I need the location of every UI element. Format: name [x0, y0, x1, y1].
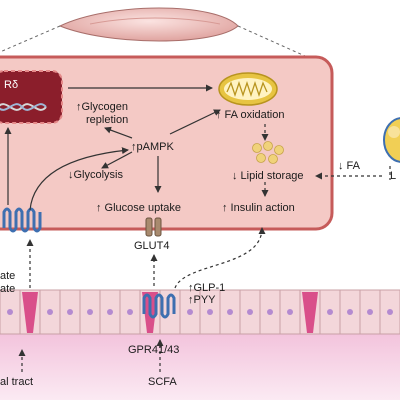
glycogen-label-line1: ↑Glycogen	[76, 101, 128, 113]
tract-label: al tract	[0, 376, 34, 388]
gpr41-43-label: GPR41/43	[128, 344, 180, 356]
lipid-droplets-icon	[252, 141, 284, 164]
adipocyte-droplet	[388, 126, 400, 138]
glp1-label: ↑GLP-1	[188, 282, 226, 294]
muscle-icon	[58, 7, 239, 42]
mitochondrion-cristae	[226, 80, 268, 98]
lipid-storage-label: ↓ Lipid storage	[232, 170, 304, 182]
dna-helix-strand-2	[0, 103, 47, 111]
scfa-label: SCFA	[148, 376, 177, 388]
arrow-receptor-to-pampk	[29, 147, 129, 211]
arrow-glp1-to-insulin-action	[174, 227, 266, 289]
insulin-action-label: ↑ Insulin action	[222, 202, 295, 214]
zoom-line-left	[0, 25, 61, 53]
fa-oxidation-label: ↑ FA oxidation	[216, 109, 285, 121]
left-ate-label-2: ate	[0, 283, 16, 295]
mitochondrion-inner	[224, 78, 272, 100]
nucleus-label: Rδ	[4, 79, 19, 91]
glut4-icon	[145, 217, 162, 237]
glycolysis-label: ↓Glycolysis	[68, 169, 124, 181]
right-l-label: L	[390, 170, 397, 182]
left-ate-label-1: ate	[0, 270, 16, 282]
arrow-pampk-to-glycolysis	[101, 151, 133, 169]
epithelial-nuclei	[7, 309, 393, 315]
muscle-striation	[89, 17, 221, 25]
gut-lumen-band	[0, 333, 400, 400]
gpr41-43-receptor-icon	[142, 293, 176, 319]
zoom-line-right	[237, 25, 306, 57]
arrow-pampk-to-glycogen	[104, 126, 133, 139]
epithelial-cells	[19, 290, 381, 334]
glycogen-label-line2: repletion	[86, 114, 129, 126]
pyy-label: ↑PYY	[188, 294, 216, 306]
fa-in-label: ↓ FA	[338, 160, 361, 172]
pampk-label: ↑pAMPK	[131, 141, 174, 153]
glut4-label: GLUT4	[134, 240, 170, 252]
arrow-pampk-to-fa-oxidation	[169, 109, 221, 135]
glucose-uptake-label: ↑ Glucose uptake	[96, 202, 181, 214]
receptor-left-icon	[2, 207, 42, 233]
adipocyte-icon	[383, 117, 400, 163]
